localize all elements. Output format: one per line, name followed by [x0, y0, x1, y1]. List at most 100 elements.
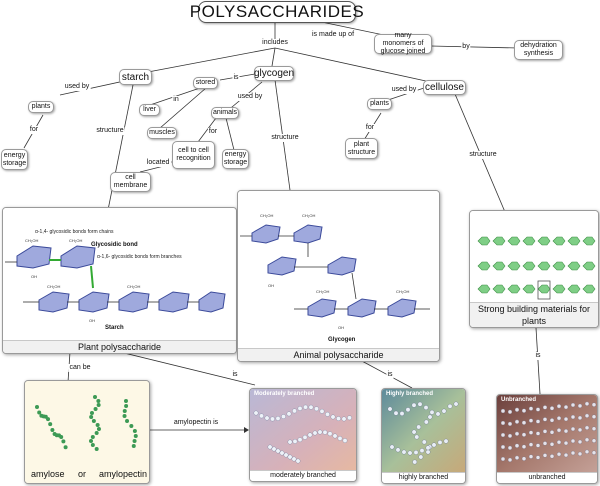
glucose-bead: [253, 410, 259, 416]
animal-polysaccharide-panel[interactable]: CH₂OH CH₂OH CH₂OH CH₂OH OH OH Glycogen A…: [237, 190, 440, 362]
node-monomers[interactable]: many monomers of glucose joined: [374, 32, 432, 55]
strong-materials-panel[interactable]: Strong building materials for plants: [469, 210, 599, 328]
glucose-bead: [521, 432, 527, 437]
glucose-bead: [297, 406, 303, 411]
link-in: in: [172, 96, 180, 104]
helix-bead: [37, 410, 42, 415]
node-plants-starch[interactable]: plants: [28, 101, 54, 113]
starch-label: Starch: [105, 325, 124, 331]
glucose-bead: [500, 432, 506, 438]
glucose-bead: [330, 414, 336, 420]
glucose-bead: [283, 452, 289, 458]
glucose-bead: [431, 442, 437, 448]
moderate-tag: Moderately branched: [254, 391, 315, 397]
helix-bead: [94, 431, 99, 435]
glucose-bead: [542, 405, 548, 410]
glycogen-oh-1: OH: [268, 283, 274, 288]
glucose-bead: [528, 442, 534, 447]
glucose-bead: [291, 456, 297, 462]
glucose-bead: [437, 440, 443, 445]
glucose-bead: [319, 408, 325, 414]
node-plant-structure[interactable]: plant structure: [345, 138, 378, 159]
cellulose-ring: [522, 236, 536, 246]
amylose-amylopectin-image[interactable]: amylose or amylopectin: [24, 380, 150, 484]
node-muscles[interactable]: muscles: [147, 127, 177, 139]
link-located-on: located on: [145, 159, 181, 167]
node-liver[interactable]: liver: [139, 104, 160, 116]
glucose-bead: [307, 432, 313, 438]
cellulose-ring: [567, 284, 581, 294]
plant-polysaccharide-panel[interactable]: α-1,4- glycosidic bonds form chains Glyc…: [2, 207, 237, 354]
glucose-bead: [563, 404, 569, 410]
glycosidic-bond-label: Glycosidic bond: [91, 242, 138, 248]
glucose-bead: [528, 406, 534, 411]
glucose-bead: [336, 416, 341, 421]
cellulose-ring: [507, 261, 521, 271]
helix-bead: [93, 407, 98, 411]
helix-bead: [122, 409, 127, 413]
node-dehydration-synthesis[interactable]: dehydration synthesis: [514, 40, 563, 60]
glucose-bead: [423, 419, 429, 425]
glucose-bead: [414, 434, 420, 440]
glucose-bead: [570, 414, 576, 420]
glucose-bead: [271, 446, 277, 452]
glucose-bead: [591, 414, 597, 419]
helix-bead: [133, 434, 138, 438]
node-cell-recognition[interactable]: cell to cell recognition: [172, 141, 215, 169]
glucose-bead: [521, 456, 527, 461]
glucose-bead: [556, 404, 562, 409]
node-starch[interactable]: starch: [119, 69, 152, 85]
title-node[interactable]: POLYSACCHARIDES: [189, 1, 365, 23]
glucose-bead: [591, 402, 597, 407]
link-used-by-starch: used by: [63, 83, 91, 91]
node-plants-cellulose[interactable]: plants: [367, 98, 392, 110]
glucose-bead: [535, 443, 541, 448]
helix-bead: [35, 405, 39, 409]
node-glycogen[interactable]: glycogen: [253, 66, 295, 81]
glucose-bead: [435, 411, 441, 417]
glucose-bead: [418, 454, 424, 460]
glucose-bead: [303, 404, 308, 410]
cellulose-ring: [582, 236, 596, 246]
glucose-bead: [584, 401, 590, 406]
cellulose-ring: [567, 236, 581, 246]
cellulose-ring: [537, 261, 551, 271]
helix-bead: [96, 403, 101, 407]
glucose-bead: [287, 454, 293, 460]
glucose-bead: [577, 403, 583, 409]
glucose-bead: [563, 416, 569, 422]
link-structure-glycogen: structure: [270, 134, 300, 142]
glucose-bead: [577, 415, 583, 421]
oh-label-2: OH: [89, 318, 95, 323]
unbranched-image[interactable]: Unbranched unbranched: [496, 394, 598, 484]
glucose-bead: [514, 443, 520, 448]
node-animals[interactable]: animals: [211, 107, 239, 119]
amylopectin-word: amylopectin: [99, 469, 147, 479]
cellulose-ring: [492, 261, 506, 271]
cellulose-ring: [507, 236, 521, 246]
glucose-bead: [441, 408, 447, 414]
cellulose-ring: [552, 284, 566, 294]
glucose-bead: [514, 419, 520, 424]
glucose-bead: [507, 457, 513, 463]
glucose-bead: [399, 411, 405, 416]
ch2oh-label-3: CH₂OH: [47, 284, 60, 289]
glucose-bead: [419, 448, 425, 453]
glucose-bead: [542, 417, 548, 422]
node-stored[interactable]: stored: [193, 77, 218, 89]
highly-branched-image[interactable]: Highly branched highly branched: [381, 388, 466, 484]
helix-bead: [131, 444, 136, 448]
glucose-bead: [577, 451, 583, 457]
node-cell-membrane[interactable]: cell membrane: [110, 172, 151, 192]
glucose-bead: [584, 413, 590, 418]
moderately-branched-image[interactable]: Moderately branched moderately branched: [249, 388, 357, 482]
cellulose-ring: [567, 261, 581, 271]
node-energy-storage-1[interactable]: energy storage: [1, 149, 28, 170]
glucose-bead: [563, 428, 569, 434]
helix-bead: [61, 439, 66, 444]
glucose-bead: [281, 414, 286, 419]
glucose-bead: [447, 403, 453, 409]
node-cellulose[interactable]: cellulose: [423, 80, 466, 95]
helix-bead: [95, 423, 100, 427]
node-energy-storage-2[interactable]: energy storage: [222, 149, 249, 169]
